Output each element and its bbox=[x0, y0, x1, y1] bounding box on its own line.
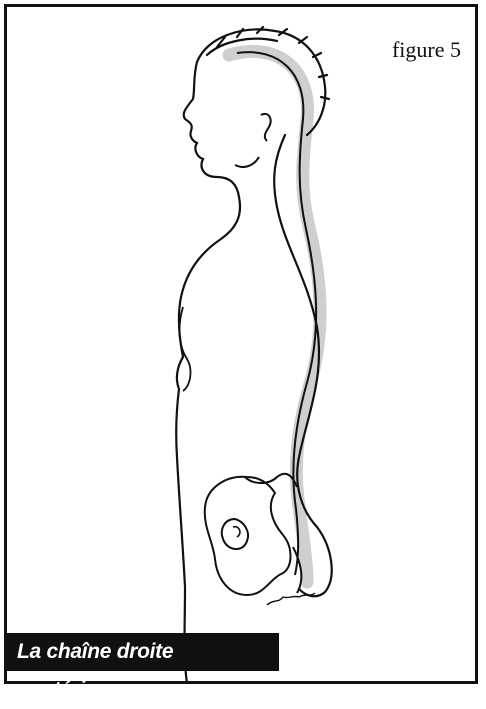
body-illustration bbox=[7, 7, 481, 687]
hip-socket bbox=[222, 519, 248, 549]
figure-frame: figure 5 La chaîne droite postérieure bbox=[4, 4, 478, 684]
caption-banner: La chaîne droite postérieure bbox=[7, 633, 279, 671]
jaw-line bbox=[235, 157, 259, 167]
ear bbox=[261, 114, 271, 141]
posterior-chain-band bbox=[229, 51, 320, 582]
front-contour bbox=[176, 197, 240, 683]
face-profile bbox=[184, 62, 239, 197]
artist-signature-icon bbox=[267, 593, 315, 605]
sacrum-loop bbox=[245, 474, 297, 487]
hip-inner-curve bbox=[233, 527, 240, 537]
